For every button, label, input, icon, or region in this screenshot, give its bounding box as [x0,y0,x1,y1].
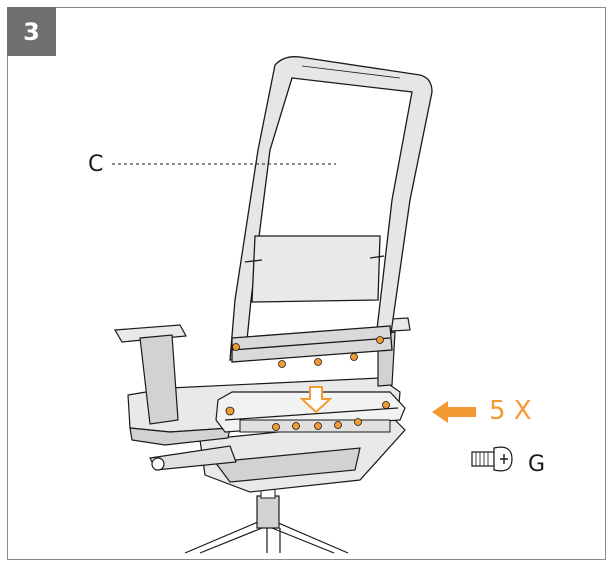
screw-label: G [528,452,546,477]
backrest-label: C [88,152,104,177]
gas-cylinder [256,495,280,529]
left-arrow-icon [432,401,476,423]
left-armrest [113,324,187,425]
down-arrow-icon [299,386,333,414]
backrest-screw-points [232,336,384,368]
bracket-screw-points [225,401,390,431]
screw-count: 5 X [489,396,532,426]
screw-icon [471,446,513,472]
seat-mechanism [149,419,406,493]
backrest-frame [229,56,433,363]
step-number-badge: 3 [7,7,56,56]
